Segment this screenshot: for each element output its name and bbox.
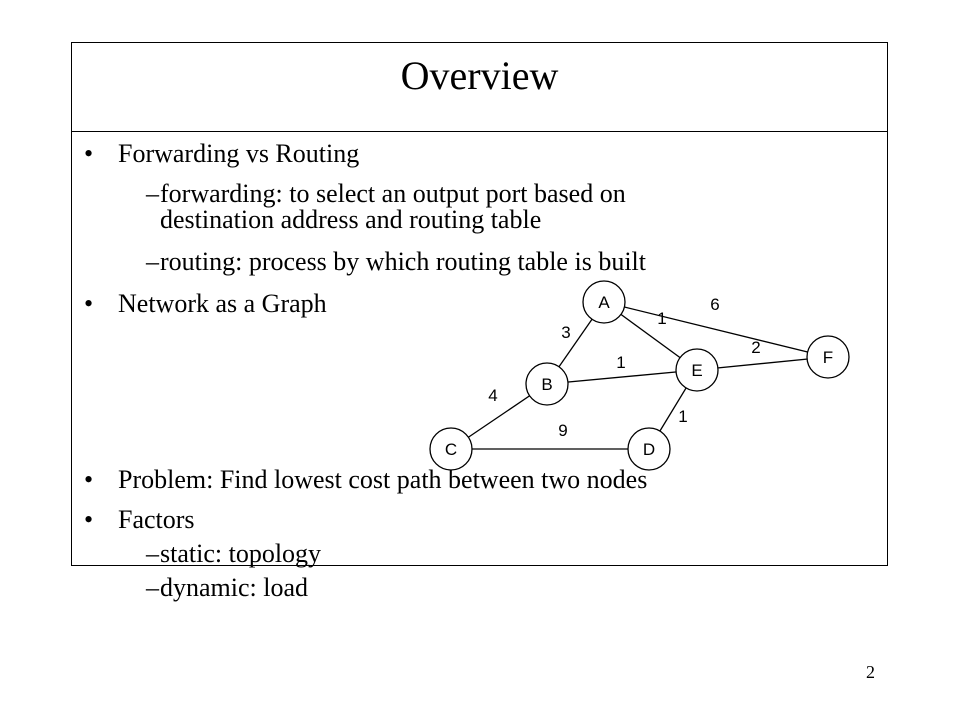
edge-b-e: [546, 369, 698, 385]
edge-weight-label: 4: [488, 386, 497, 405]
node-label: B: [541, 375, 552, 394]
page-number: 2: [866, 662, 875, 682]
bullet-network-as-graph: Network as a Graph: [118, 289, 327, 318]
dash-marker: –: [146, 573, 159, 602]
edge-a-f: [603, 301, 829, 358]
sub-bullet-routing: routing: process by which routing table …: [160, 247, 646, 276]
dash-marker: –: [146, 179, 159, 208]
edge-e-f: [696, 356, 829, 371]
sub-bullet-static: static: topology: [160, 539, 322, 568]
sub-bullet-forwarding-line1: forwarding: to select an output port bas…: [160, 179, 626, 208]
edge-weight-label: 1: [616, 353, 625, 372]
sub-bullet-dynamic: dynamic: load: [160, 573, 309, 602]
bullet-problem: Problem: Find lowest cost path between t…: [118, 465, 648, 494]
bullet-marker: •: [84, 139, 94, 168]
edge-weight-label: 1: [657, 309, 666, 328]
title-frame: [71, 42, 888, 132]
node-f: [806, 335, 850, 379]
dash-marker: –: [146, 247, 159, 276]
sub-bullet-forwarding-line2: destination address and routing table: [160, 205, 542, 234]
dash-marker: –: [146, 539, 159, 568]
bullet-marker: •: [84, 465, 94, 494]
node-label: F: [823, 348, 833, 367]
node-b: [525, 362, 569, 406]
edge-weight-label: 3: [561, 323, 570, 342]
bullet-forwarding-vs-routing: Forwarding vs Routing: [118, 139, 360, 168]
node-label: A: [598, 293, 610, 312]
node-label: D: [643, 440, 655, 459]
bullet-factors: Factors: [118, 505, 195, 534]
body-frame: [71, 132, 888, 566]
edge-weight-label: 6: [710, 295, 719, 314]
node-label: E: [691, 361, 702, 380]
node-label: C: [445, 440, 457, 459]
bullet-marker: •: [84, 505, 94, 534]
bullet-marker: •: [84, 289, 94, 318]
slide-title: Overview: [400, 53, 559, 98]
node-d: [627, 427, 671, 471]
edge-weight-label: 2: [751, 338, 760, 357]
node-a: [582, 280, 626, 324]
node-c: [429, 427, 473, 471]
node-e: [675, 348, 719, 392]
edge-weight-label: 9: [558, 421, 567, 440]
edge-weight-label: 1: [678, 407, 687, 426]
